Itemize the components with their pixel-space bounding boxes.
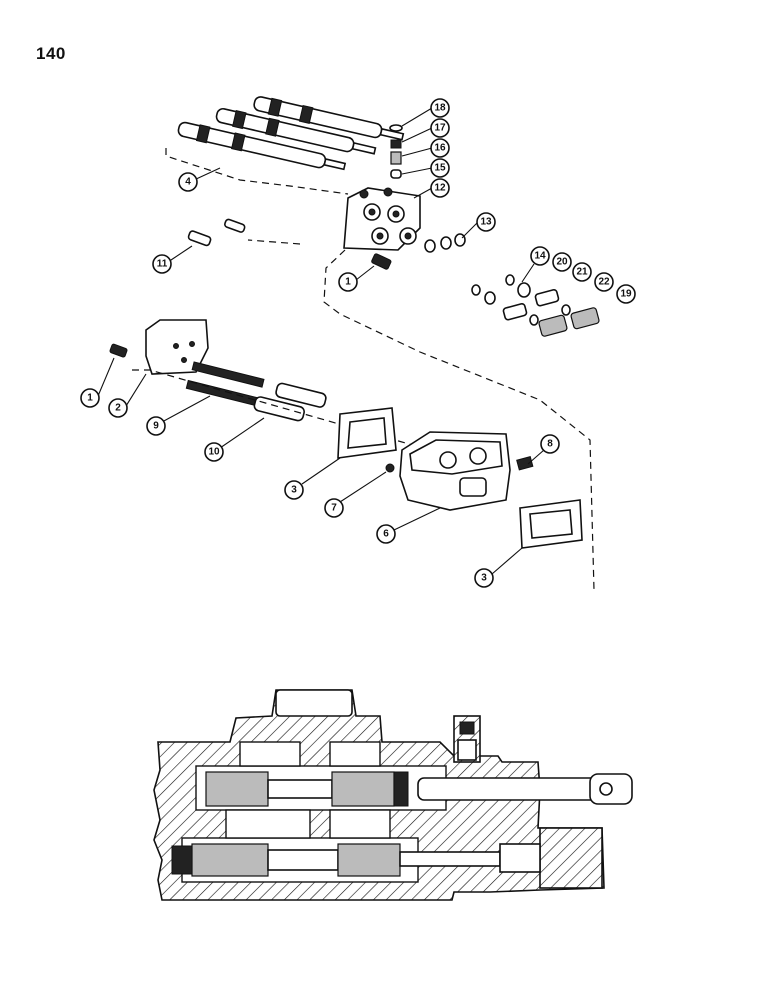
callout-2: 2 — [108, 398, 128, 418]
pins-11 — [187, 218, 246, 247]
svg-text:11: 11 — [157, 259, 168, 270]
callout-17: 17 — [430, 118, 450, 138]
page-number: 140 — [36, 44, 66, 63]
valve-housing-6 — [385, 431, 534, 511]
svg-text:1: 1 — [87, 393, 93, 404]
svg-text:3: 3 — [291, 485, 297, 496]
svg-text:10: 10 — [208, 447, 220, 458]
svg-text:8: 8 — [547, 439, 553, 450]
callout-13: 13 — [476, 212, 496, 232]
svg-text:6: 6 — [383, 529, 389, 540]
check-parts-15-18 — [389, 124, 403, 179]
callout-3-left: 3 — [284, 480, 304, 500]
valve-cross-section — [153, 689, 633, 901]
svg-text:14: 14 — [534, 251, 546, 262]
bolt-1-upper — [371, 253, 392, 270]
callout-6: 6 — [376, 524, 396, 544]
callout-1-lower: 1 — [80, 388, 100, 408]
callout-19: 19 — [616, 284, 636, 304]
svg-text:1: 1 — [345, 277, 351, 288]
valve-cap-body-12 — [343, 187, 421, 251]
svg-text:12: 12 — [434, 183, 446, 194]
svg-text:4: 4 — [185, 177, 191, 188]
svg-text:2: 2 — [115, 403, 121, 414]
callout-4: 4 — [178, 172, 198, 192]
svg-text:9: 9 — [153, 421, 159, 432]
end-plate-2 — [145, 319, 209, 375]
svg-text:15: 15 — [434, 163, 446, 174]
svg-text:13: 13 — [480, 217, 492, 228]
leader-lines — [97, 107, 545, 575]
callout-21: 21 — [572, 262, 592, 282]
callout-12: 12 — [430, 178, 450, 198]
svg-text:16: 16 — [434, 143, 446, 154]
callout-11: 11 — [152, 254, 172, 274]
callout-22: 22 — [594, 272, 614, 292]
callout-1-upper: 1 — [338, 272, 358, 292]
callout-16: 16 — [430, 138, 450, 158]
o-rings-13 — [424, 233, 466, 253]
fittings-right — [471, 274, 600, 337]
svg-text:21: 21 — [576, 267, 588, 278]
svg-text:22: 22 — [598, 277, 610, 288]
callout-7: 7 — [324, 498, 344, 518]
gasket-3-left — [337, 407, 397, 459]
svg-text:20: 20 — [556, 257, 568, 268]
callout-20: 20 — [552, 252, 572, 272]
svg-text:17: 17 — [434, 123, 446, 134]
gasket-3-right — [519, 499, 583, 549]
callout-15: 15 — [430, 158, 450, 178]
callout-8: 8 — [540, 434, 560, 454]
svg-text:3: 3 — [481, 573, 487, 584]
callout-3-right: 3 — [474, 568, 494, 588]
spools-10 — [253, 382, 327, 422]
callout-14: 14 — [530, 246, 550, 266]
svg-text:7: 7 — [331, 503, 337, 514]
svg-text:19: 19 — [620, 289, 632, 300]
svg-text:18: 18 — [434, 103, 446, 114]
spool-group-4 — [177, 96, 405, 171]
bolt-1-lower — [109, 343, 128, 358]
callout-18: 18 — [430, 98, 450, 118]
callout-10: 10 — [204, 442, 224, 462]
callout-9: 9 — [146, 416, 166, 436]
